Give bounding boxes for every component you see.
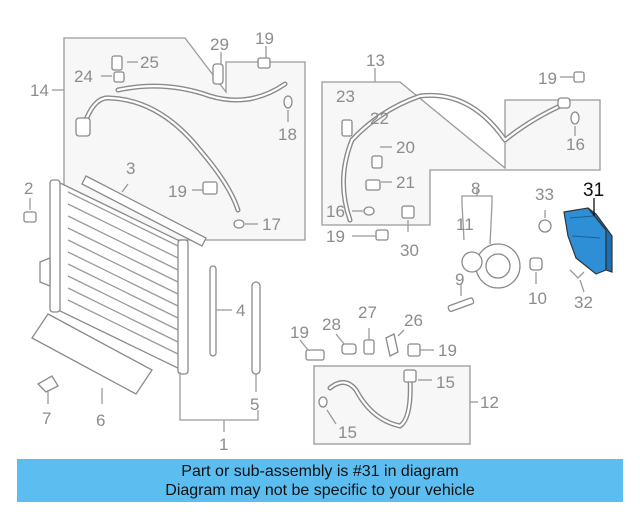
hose-assembly-13	[321, 68, 601, 226]
callout-30: 30	[400, 241, 419, 260]
callout-15b: 15	[338, 423, 357, 442]
callout-17: 17	[262, 215, 281, 234]
callout-16b: 16	[326, 202, 345, 221]
callout-14: 14	[30, 81, 49, 100]
hose-assembly-12	[313, 365, 478, 445]
info-banner: Part or sub-assembly is #31 in diagram D…	[17, 459, 623, 502]
callout-23: 23	[336, 87, 355, 106]
callout-6: 6	[96, 411, 105, 430]
callout-19c: 19	[168, 182, 187, 201]
callout-33: 33	[535, 185, 554, 204]
callout-5: 5	[250, 395, 259, 414]
callout-8: 8	[471, 179, 480, 198]
callout-32: 32	[574, 293, 593, 312]
callout-22: 22	[370, 109, 389, 128]
callout-11: 11	[456, 215, 474, 234]
callout-1: 1	[219, 435, 228, 454]
callout-27: 27	[358, 303, 377, 322]
callout-19a: 19	[255, 29, 274, 48]
seal-and-bracket	[23, 183, 153, 404]
banner-line-1: Part or sub-assembly is #31 in diagram	[181, 463, 459, 480]
fittings	[299, 205, 434, 361]
callout-10: 10	[528, 289, 547, 308]
callout-12: 12	[480, 393, 499, 412]
banner-line-2: Diagram may not be specific to your vehi…	[165, 482, 475, 499]
callout-3: 3	[126, 159, 135, 178]
part-31-heat-shield	[563, 198, 613, 293]
callout-2: 2	[24, 179, 33, 198]
callout-19f: 19	[438, 341, 457, 360]
callout-31: 31	[583, 180, 604, 201]
callout-19b: 19	[538, 69, 557, 88]
callout-25: 25	[140, 53, 159, 72]
callout-29: 29	[210, 35, 229, 54]
callout-19e: 19	[290, 323, 309, 342]
callout-18: 18	[278, 125, 297, 144]
callout-24: 24	[74, 67, 93, 86]
condenser	[39, 175, 207, 375]
callout-26: 26	[404, 311, 423, 330]
callout-20: 20	[396, 138, 415, 157]
compressor	[447, 188, 552, 313]
callout-21: 21	[396, 173, 415, 192]
callout-16a: 16	[566, 135, 585, 154]
callout-7: 7	[42, 409, 51, 428]
dryer-parts	[179, 265, 261, 432]
callout-13: 13	[366, 51, 385, 70]
callout-15a: 15	[436, 373, 455, 392]
callout-9: 9	[455, 270, 464, 289]
callout-28: 28	[322, 315, 341, 334]
callout-labels: 1 2 3 4 5 6 7 8 9 10 11 12 13 14 15 15 1…	[24, 29, 604, 454]
callout-19d: 19	[326, 227, 345, 246]
callout-4: 4	[236, 301, 245, 320]
